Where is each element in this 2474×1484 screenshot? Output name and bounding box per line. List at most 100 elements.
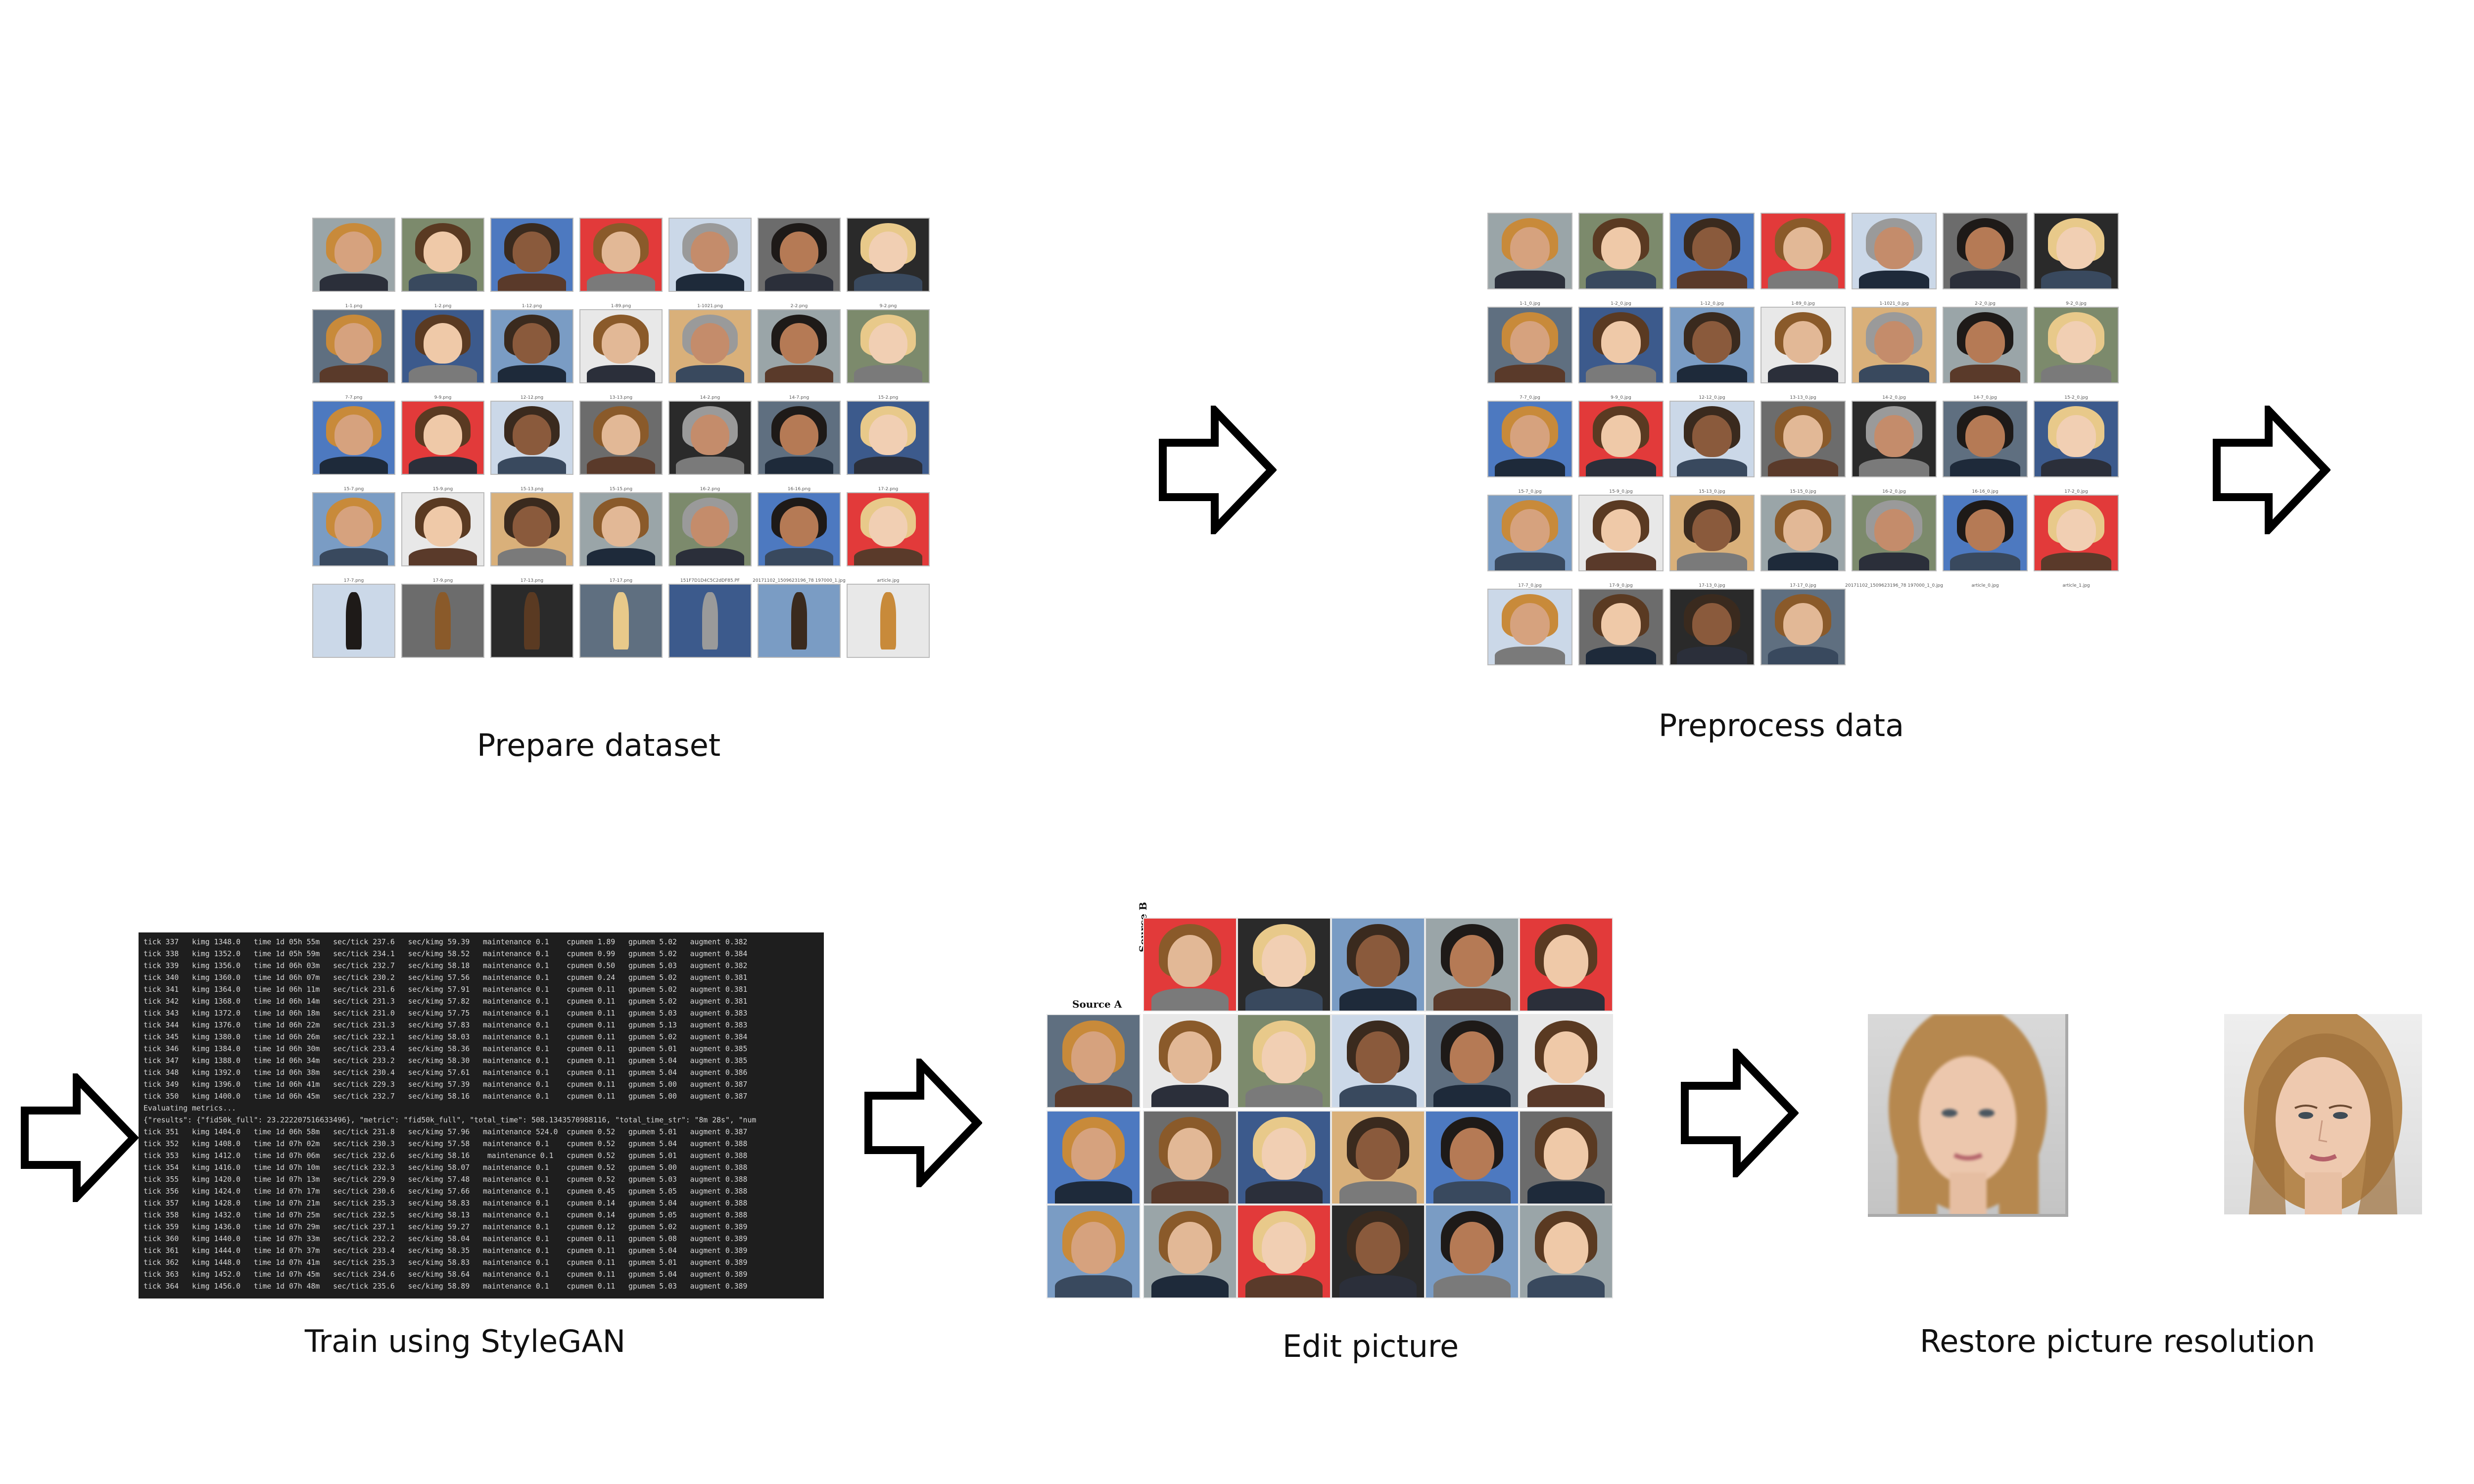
thumbnail-item[interactable]: 16-16.png bbox=[755, 401, 844, 492]
thumbnail-item[interactable]: 1-12_0.jpg bbox=[1666, 213, 1758, 307]
face-shape bbox=[601, 323, 641, 364]
thumbnail-item[interactable]: 1-1021.png bbox=[666, 218, 755, 309]
thumbnail-item[interactable]: 13-13.png bbox=[576, 309, 666, 401]
thumbnail-item[interactable]: 17-17.png bbox=[576, 492, 666, 584]
thumbnail-item[interactable]: 17-9_0.jpg bbox=[1575, 495, 1666, 589]
thumbnail-filename: 15-2.png bbox=[878, 395, 899, 400]
thumbnail-item[interactable]: 14-2_0.jpg bbox=[1849, 307, 1940, 401]
thumbnail-item[interactable]: 17-7_0.jpg bbox=[1484, 495, 1575, 589]
thumbnail-item[interactable]: 17-2.png bbox=[844, 401, 933, 492]
shoulders-shape bbox=[1054, 1085, 1133, 1107]
thumbnail-item[interactable]: 7-7.png bbox=[309, 309, 398, 401]
face-shape bbox=[1262, 935, 1306, 987]
thumbnail-item[interactable]: 1-2.png bbox=[398, 218, 487, 309]
thumbnail-item[interactable]: 15-9.png bbox=[398, 401, 487, 492]
thumbnail-filename: 14-2_0.jpg bbox=[1882, 395, 1906, 400]
thumbnail-item[interactable]: 1-2_0.jpg bbox=[1575, 213, 1666, 307]
thumbnail-item[interactable]: 12-12.png bbox=[487, 309, 576, 401]
thumbnail-item[interactable]: 14-2.png bbox=[666, 309, 755, 401]
thumbnail-item[interactable]: 1-12.png bbox=[487, 218, 576, 309]
thumbnail-item[interactable]: 17-2_0.jpg bbox=[2031, 401, 2122, 495]
face-shape bbox=[334, 415, 374, 456]
thumbnail-item[interactable]: article_0.jpg bbox=[1940, 495, 2031, 589]
thumbnail-filename: article.jpg bbox=[877, 578, 900, 583]
thumbnail-item[interactable]: 15-2.png bbox=[844, 309, 933, 401]
thumbnail-item[interactable] bbox=[1575, 589, 1666, 683]
face-shape bbox=[1783, 603, 1823, 645]
thumbnail-item[interactable] bbox=[487, 584, 576, 675]
thumbnail-item[interactable]: 9-2.png bbox=[844, 218, 933, 309]
face-shape bbox=[1692, 509, 1732, 551]
thumbnail-item[interactable]: 12-12_0.jpg bbox=[1666, 307, 1758, 401]
thumbnail-filename: 1-89.png bbox=[611, 304, 631, 309]
log-line: tick 364 kimg 1456.0 time 1d 07h 48m sec… bbox=[143, 1282, 748, 1291]
person-figure bbox=[880, 592, 897, 650]
thumbnail-image bbox=[490, 401, 573, 475]
thumbnail-item[interactable]: 7-7_0.jpg bbox=[1484, 307, 1575, 401]
thumbnail-item[interactable]: 16-2.png bbox=[666, 401, 755, 492]
thumbnail-item[interactable] bbox=[844, 584, 933, 675]
thumbnail-filename: 1-12_0.jpg bbox=[1700, 301, 1724, 306]
thumbnail-item[interactable]: 1-89.png bbox=[576, 218, 666, 309]
source-a-label: Source A bbox=[1072, 998, 1122, 1010]
log-line: tick 354 kimg 1416.0 time 1d 07h 10m sec… bbox=[143, 1163, 748, 1172]
log-line: tick 341 kimg 1364.0 time 1d 06h 11m sec… bbox=[143, 985, 748, 994]
thumbnail-item[interactable] bbox=[666, 584, 755, 675]
thumbnail-item[interactable]: 151F7D1D4C5C2dDF85.PF bbox=[666, 492, 755, 584]
thumbnail-item[interactable] bbox=[755, 584, 844, 675]
thumbnail-item[interactable]: 15-7.png bbox=[309, 401, 398, 492]
thumbnail-item[interactable]: 2-2.png bbox=[755, 218, 844, 309]
thumbnail-item[interactable] bbox=[1666, 589, 1758, 683]
shoulders-shape bbox=[1527, 1275, 1605, 1298]
thumbnail-item[interactable]: 1-1.png bbox=[309, 218, 398, 309]
thumbnail-item[interactable] bbox=[576, 584, 666, 675]
thumbnail-item[interactable]: 15-9_0.jpg bbox=[1575, 401, 1666, 495]
thumbnail-filename: 1-89_0.jpg bbox=[1791, 301, 1815, 306]
shoulders-shape bbox=[765, 548, 833, 565]
thumbnail-item[interactable]: 17-17_0.jpg bbox=[1758, 495, 1849, 589]
thumbnail-item[interactable]: 16-16_0.jpg bbox=[1940, 401, 2031, 495]
thumbnail-item[interactable]: 15-15_0.jpg bbox=[1758, 401, 1849, 495]
thumbnail-item[interactable]: 1-1_0.jpg bbox=[1484, 213, 1575, 307]
thumbnail-item[interactable]: 15-2_0.jpg bbox=[2031, 307, 2122, 401]
shoulders-shape bbox=[320, 548, 388, 565]
thumbnail-item[interactable]: 1-89_0.jpg bbox=[1758, 213, 1849, 307]
thumbnail-item[interactable]: 17-13_0.jpg bbox=[1666, 495, 1758, 589]
thumbnail-item[interactable]: 14-7_0.jpg bbox=[1940, 307, 2031, 401]
thumbnail-item[interactable]: 9-2_0.jpg bbox=[2031, 213, 2122, 307]
shoulders-shape bbox=[2041, 364, 2111, 382]
thumbnail-item[interactable]: 1-1021_0.jpg bbox=[1849, 213, 1940, 307]
face-shape bbox=[1356, 1222, 1400, 1274]
thumbnail-item[interactable]: 16-2_0.jpg bbox=[1849, 401, 1940, 495]
shoulders-shape bbox=[765, 456, 833, 474]
thumbnail-filename: 1-1_0.jpg bbox=[1520, 301, 1540, 306]
thumbnail-item[interactable] bbox=[398, 584, 487, 675]
thumbnail-item[interactable]: 20171102_1509623196_78 197000_1.jpg bbox=[753, 492, 846, 584]
thumbnail-item[interactable] bbox=[1758, 589, 1849, 683]
thumbnail-item[interactable]: 17-9.png bbox=[398, 492, 487, 584]
thumbnail-item[interactable]: 2-2_0.jpg bbox=[1940, 213, 2031, 307]
thumbnail-item[interactable]: 15-13_0.jpg bbox=[1666, 401, 1758, 495]
thumbnail-item[interactable] bbox=[1484, 589, 1575, 683]
shoulders-shape bbox=[1950, 552, 2020, 570]
thumbnail-item[interactable] bbox=[309, 584, 398, 675]
thumbnail-item[interactable]: article.jpg bbox=[844, 492, 933, 584]
thumbnail-image bbox=[758, 584, 841, 658]
thumbnail-item[interactable]: 9-9.png bbox=[398, 309, 487, 401]
source-a-face bbox=[1047, 1205, 1141, 1298]
thumbnail-item[interactable]: 15-7_0.jpg bbox=[1484, 401, 1575, 495]
arrow-right-icon bbox=[864, 1059, 982, 1187]
thumbnail-item[interactable]: 13-13_0.jpg bbox=[1758, 307, 1849, 401]
thumbnail-item[interactable]: 20171102_1509623196_78 197000_1_0.jpg bbox=[1845, 495, 1943, 589]
shoulders-shape bbox=[1495, 270, 1565, 288]
thumbnail-item[interactable]: 15-15.png bbox=[576, 401, 666, 492]
thumbnail-item[interactable]: 14-7.png bbox=[755, 309, 844, 401]
mixed-face bbox=[1143, 1205, 1237, 1298]
thumbnail-image bbox=[401, 309, 484, 383]
thumbnail-item[interactable]: 9-9_0.jpg bbox=[1575, 307, 1666, 401]
thumbnail-item[interactable]: 15-13.png bbox=[487, 401, 576, 492]
shoulders-shape bbox=[498, 365, 566, 382]
thumbnail-item[interactable]: 17-13.png bbox=[487, 492, 576, 584]
thumbnail-item[interactable]: 17-7.png bbox=[309, 492, 398, 584]
thumbnail-item[interactable]: article_1.jpg bbox=[2031, 495, 2122, 589]
